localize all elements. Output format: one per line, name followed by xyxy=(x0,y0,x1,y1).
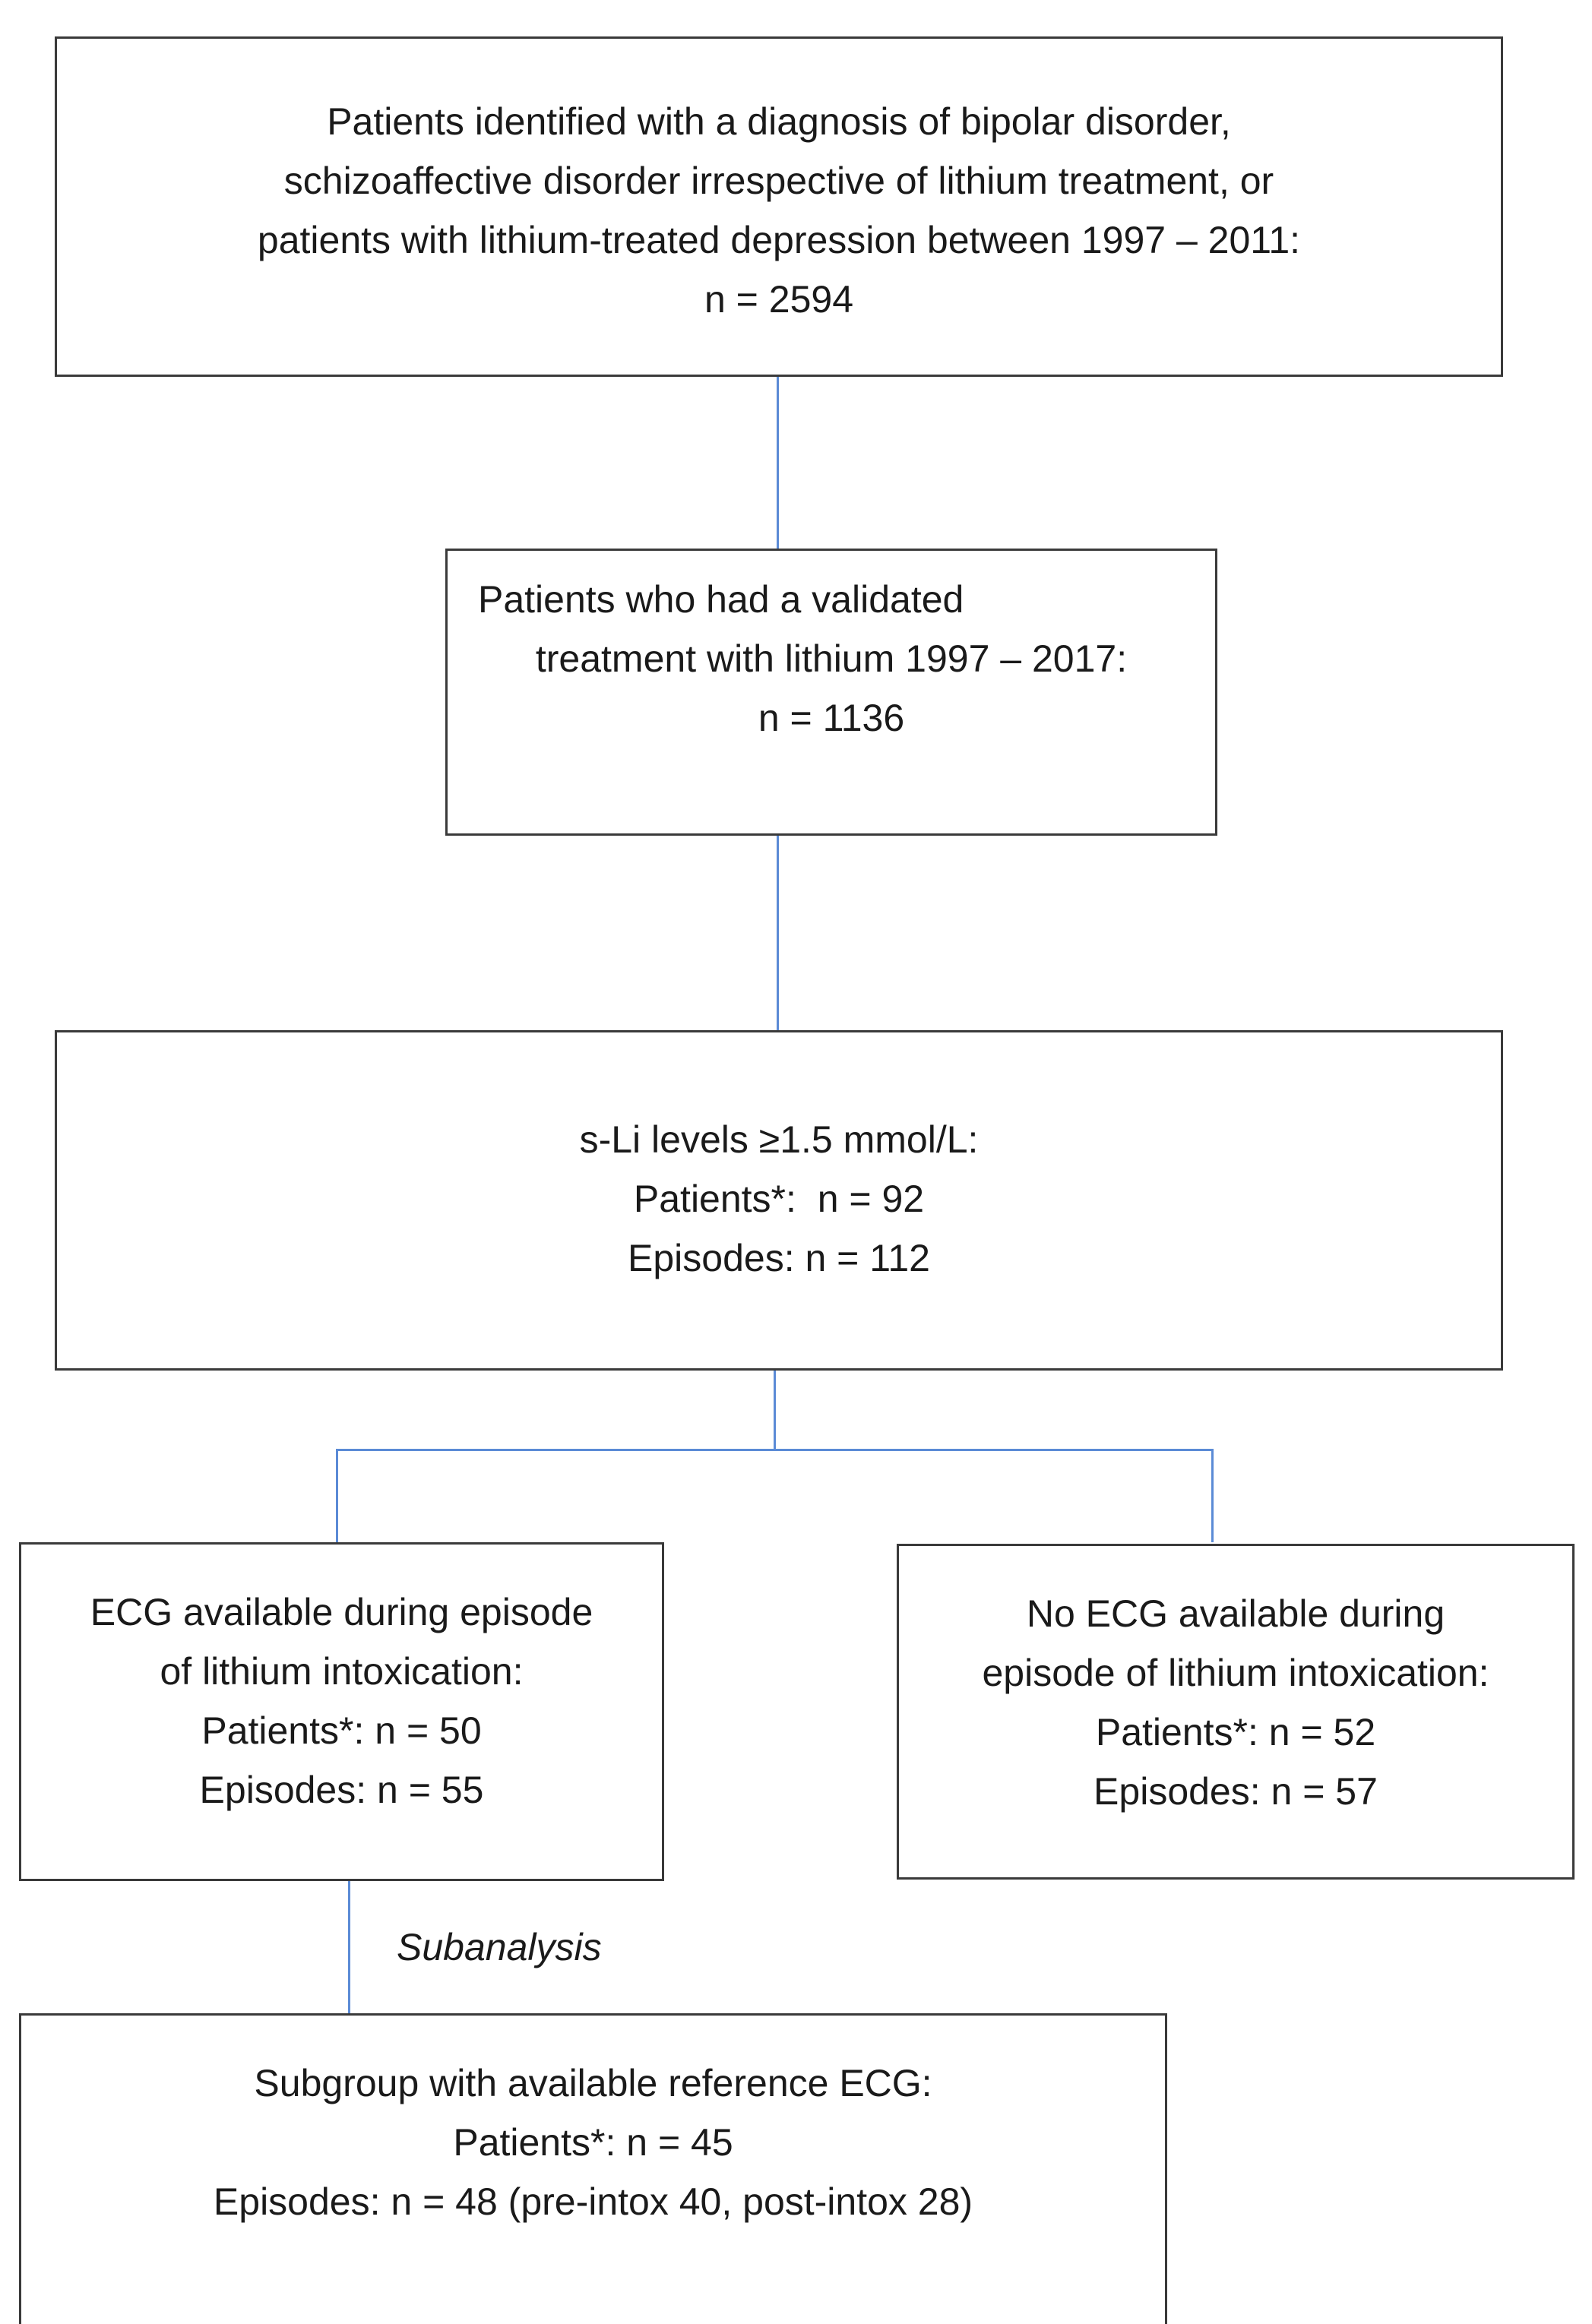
box4-patients: Patients*: n = 50 xyxy=(201,1709,482,1752)
connector-box1-box2 xyxy=(777,377,779,549)
box2-count: n = 1136 xyxy=(758,697,905,739)
box5-patients: Patients*: n = 52 xyxy=(1095,1711,1376,1753)
box1-line-1: Patients identified with a diagnosis of … xyxy=(327,100,1231,143)
box5-episodes: Episodes: n = 57 xyxy=(1094,1770,1378,1813)
connector-split-horizontal xyxy=(336,1449,1214,1451)
box6-patients: Patients*: n = 45 xyxy=(453,2121,733,2164)
box-validated-lithium-treatment: Patients who had a validated treatment w… xyxy=(445,549,1217,836)
box-identified-patients: Patients identified with a diagnosis of … xyxy=(55,36,1503,377)
box4-episodes: Episodes: n = 55 xyxy=(199,1769,484,1811)
box6-episodes: Episodes: n = 48 (pre-intox 40, post-int… xyxy=(213,2180,973,2223)
box-reference-ecg-subgroup: Subgroup with available reference ECG: P… xyxy=(19,2013,1167,2324)
box5-line-2: episode of lithium intoxication: xyxy=(982,1652,1489,1694)
box3-patients: Patients*: n = 92 xyxy=(633,1178,925,1220)
box-sli-levels: s-Li levels ≥1.5 mmol/L: Patients*: n = … xyxy=(55,1030,1503,1371)
connector-split-left xyxy=(336,1449,338,1542)
box5-line-1: No ECG available during xyxy=(1026,1592,1445,1635)
connector-box4-box6 xyxy=(348,1881,350,2013)
box3-line-1: s-Li levels ≥1.5 mmol/L: xyxy=(579,1118,979,1161)
box1-line-2: schizoaffective disorder irrespective of… xyxy=(283,160,1274,202)
box-no-ecg-available: No ECG available during episode of lithi… xyxy=(897,1544,1575,1880)
box4-line-2: of lithium intoxication: xyxy=(160,1650,524,1693)
box4-line-1: ECG available during episode xyxy=(90,1591,593,1633)
box2-line-1: Patients who had a validated xyxy=(478,578,964,621)
box3-episodes: Episodes: n = 112 xyxy=(628,1237,930,1279)
box1-line-3: patients with lithium-treated depression… xyxy=(257,219,1301,261)
box-ecg-available: ECG available during episode of lithium … xyxy=(19,1542,664,1881)
subanalysis-label: Subanalysis xyxy=(397,1926,602,1968)
box1-count: n = 2594 xyxy=(704,278,854,321)
connector-box2-box3 xyxy=(777,836,779,1030)
box6-line-1: Subgroup with available reference ECG: xyxy=(254,2062,932,2104)
box2-line-2: treatment with lithium 1997 – 2017: xyxy=(535,637,1128,680)
connector-split-right xyxy=(1211,1449,1214,1542)
connector-box3-split xyxy=(774,1371,776,1451)
